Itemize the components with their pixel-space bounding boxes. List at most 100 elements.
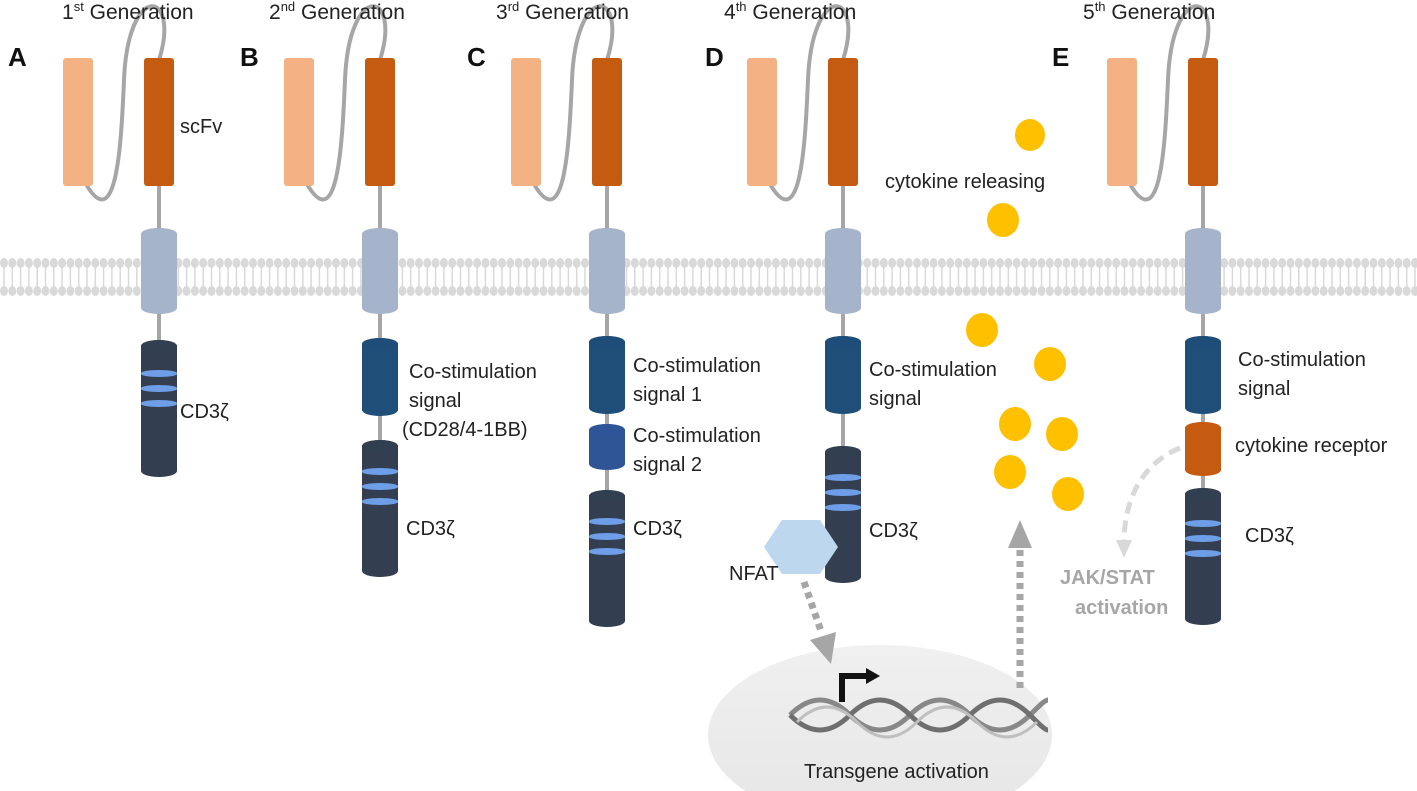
cd3z-label-c: CD3ζ [633,518,682,540]
lipid-head [307,258,316,268]
lipid-head [962,286,971,296]
itam-band [589,518,625,525]
lipid-head [99,258,108,268]
lipid-head [481,258,490,268]
lipid-head [1303,286,1312,296]
lipid-head [456,286,465,296]
lipid-head [207,258,216,268]
lipid-head [630,286,639,296]
lipid-head [672,258,681,268]
cd3z-domain [825,446,861,583]
lipid-head [664,258,672,268]
lipid-head [1278,286,1287,296]
lipid-head [581,286,589,296]
lipid-head [647,258,656,268]
lipid-head [91,286,100,296]
itam-band [362,483,398,490]
lipid-head [1253,286,1262,296]
lipid-head [730,286,739,296]
lipid-head [780,286,789,296]
transmembrane-domain [589,228,625,314]
lipid-head [1128,258,1137,268]
lipid-head [423,286,432,296]
lipid-head [971,258,980,268]
lipid-head [896,286,905,296]
lipid-head [473,258,482,268]
lipid-head [1095,286,1104,296]
generation-title-2: 2nd Generation [269,0,405,24]
lipid-head [33,286,42,296]
lipid-head [1286,286,1295,296]
lipid-head [1344,258,1353,268]
lipid-head [1245,286,1253,296]
lipid-head [697,286,706,296]
lipid-head [1170,258,1179,268]
lipid-head [1020,286,1029,296]
lipid-head [49,286,58,296]
costim2-label-c-line1: Co-stimulation [633,425,761,447]
lipid-head [796,286,805,296]
lipid-head [257,286,266,296]
lipid-head [664,286,672,296]
vh-domain [592,58,622,186]
lipid-head [1402,286,1411,296]
lipid-head [1103,258,1112,268]
costimulation-domain [825,336,861,414]
car-constructs [63,4,1221,627]
lipid-head [871,286,880,296]
cd3z-label-b: CD3ζ [406,518,455,540]
lipid-head [116,258,125,268]
lipid-head [1020,258,1029,268]
lipid-head [705,258,714,268]
lipid-head [332,258,340,268]
panel-letter-c: C [467,42,486,72]
lipid-head [107,258,116,268]
lipid-head [1328,258,1336,268]
vl-domain [1107,58,1137,186]
lipid-head [0,286,8,296]
lipid-head [1286,258,1295,268]
lipid-head [315,286,324,296]
costim-label-d-line1: Co-stimulation [869,359,997,381]
panel-letter-d: D [705,42,724,72]
lipid-head [1311,258,1320,268]
lipid-head [207,286,216,296]
lipid-head [398,258,407,268]
nfat-label: NFAT [729,563,779,585]
lipid-head [1411,258,1417,268]
lipid-head [1402,258,1411,268]
lipid-head [215,286,224,296]
lipid-head [1170,286,1179,296]
lipid-head [1269,258,1278,268]
cytokine-dot [999,407,1031,441]
lipid-head [99,286,108,296]
costim-label-b-line2: signal [409,390,461,412]
lipid-head [190,258,199,268]
panel-letter-b: B [240,42,259,72]
lipid-head [1377,286,1386,296]
jak-stat-label-line2: activation [1075,597,1168,619]
lipid-head [66,286,75,296]
lipid-head [547,258,556,268]
lipid-head [763,258,772,268]
costim-label-d-line2: signal [869,388,921,410]
lipid-head [1029,286,1038,296]
lipid-head [946,286,955,296]
lipid-head [1045,286,1054,296]
transmembrane-domain [141,228,177,314]
lipid-head [224,286,233,296]
lipid-head [929,258,938,268]
lipid-head [1220,286,1229,296]
lipid-head [0,258,8,268]
lipid-head [1245,258,1253,268]
jak-stat-label-line1: JAK/STAT [1060,567,1155,589]
lipid-head [506,258,515,268]
lipid-head [987,258,996,268]
costim-label-b-line1: Co-stimulation [409,361,537,383]
lipid-head [257,258,266,268]
lipid-head [1012,258,1021,268]
lipid-head [240,258,249,268]
lipid-head [348,286,357,296]
lipid-head [1369,258,1378,268]
